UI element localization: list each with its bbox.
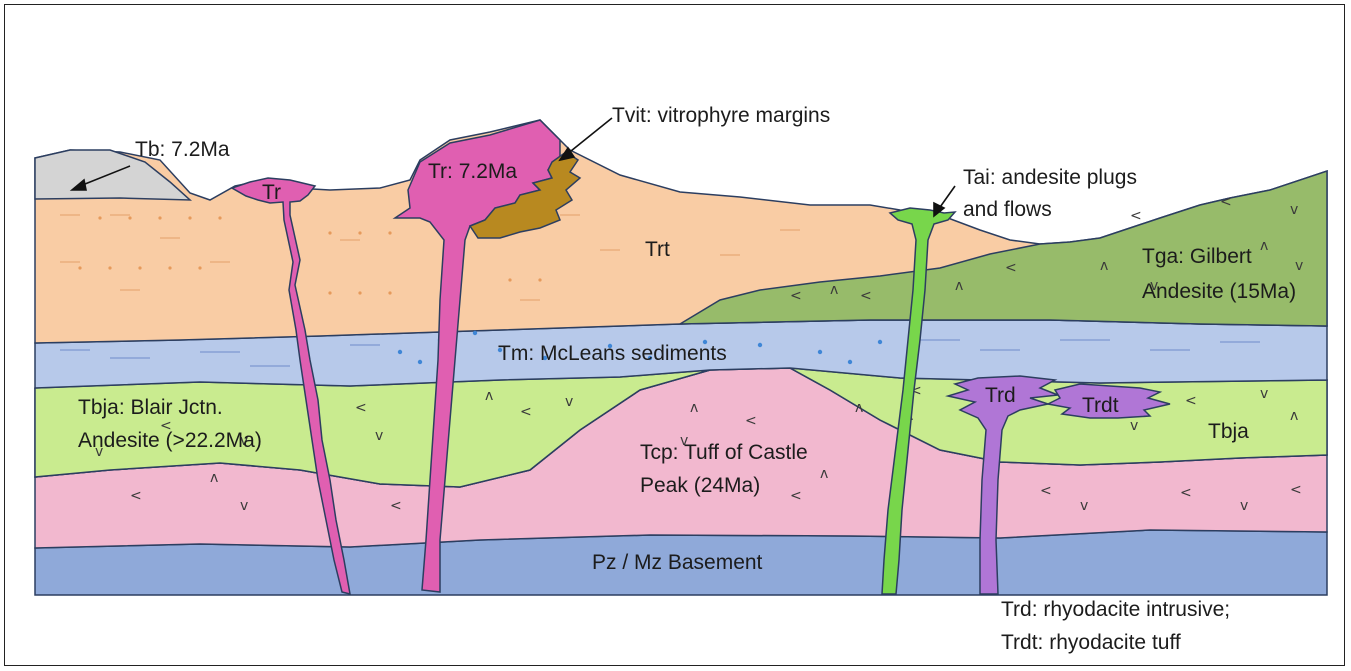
label-tga-line2: Andesite (15Ma): [1142, 280, 1296, 303]
svg-text:ʌ: ʌ: [210, 470, 218, 486]
label-tbja-line2: Andesite (>22.2Ma): [78, 429, 262, 452]
svg-text:<: <: [745, 413, 757, 429]
svg-text:<: <: [1290, 482, 1302, 498]
label-trd-caption-line2: Trdt: rhyodacite tuff: [1001, 631, 1181, 654]
label-basement: Pz / Mz Basement: [592, 551, 763, 574]
svg-text:v: v: [1080, 498, 1088, 514]
svg-text:v: v: [1260, 386, 1268, 402]
svg-text:v: v: [565, 394, 573, 410]
label-tbja-line1: Tbja: Blair Jctn.: [78, 396, 223, 419]
svg-text:<: <: [1040, 483, 1052, 499]
svg-text:<: <: [1220, 194, 1232, 210]
svg-text:<: <: [130, 488, 142, 504]
label-tga-line1: Tga: Gilbert: [1142, 245, 1252, 268]
svg-text:v: v: [1240, 498, 1248, 514]
svg-text:<: <: [1180, 485, 1192, 501]
svg-text:ʌ: ʌ: [955, 278, 963, 294]
svg-text:<: <: [790, 488, 802, 504]
svg-text:ʌ: ʌ: [1290, 408, 1298, 424]
label-tr-big: Tr: 7.2Ma: [428, 160, 517, 183]
label-tvit: Tvit: vitrophyre margins: [612, 104, 830, 127]
svg-text:<: <: [1005, 260, 1017, 276]
svg-text:ʌ: ʌ: [1100, 258, 1108, 274]
label-trdt: Trdt: [1082, 394, 1119, 417]
svg-text:v: v: [240, 498, 248, 514]
label-trt: Trt: [645, 238, 670, 261]
svg-text:v: v: [1295, 258, 1303, 274]
svg-text:<: <: [1130, 208, 1142, 224]
svg-text:<: <: [390, 498, 402, 514]
svg-text:ʌ: ʌ: [855, 400, 863, 416]
label-tai-line1: Tai: andesite plugs: [963, 166, 1137, 189]
svg-text:ʌ: ʌ: [820, 466, 828, 482]
svg-text:ʌ: ʌ: [1260, 238, 1268, 254]
svg-text:<: <: [355, 400, 367, 416]
label-tcp-line2: Peak (24Ma): [640, 474, 760, 497]
svg-text:<: <: [520, 404, 532, 420]
label-trd-caption-line1: Trd: rhyodacite intrusive;: [1001, 598, 1230, 621]
svg-text:v: v: [375, 428, 383, 444]
svg-text:v: v: [1130, 418, 1138, 434]
label-tm: Tm: McLeans sediments: [498, 342, 727, 365]
svg-text:<: <: [860, 288, 872, 304]
label-trd: Trd: [985, 384, 1016, 407]
svg-text:v: v: [1290, 202, 1298, 218]
svg-text:ʌ: ʌ: [485, 388, 493, 404]
label-tcp-line1: Tcp: Tuff of Castle: [640, 441, 808, 464]
label-tbja-right: Tbja: [1208, 420, 1249, 443]
label-tai-line2: and flows: [963, 198, 1052, 221]
label-tb: Tb: 7.2Ma: [135, 138, 230, 161]
svg-text:ʌ: ʌ: [830, 282, 838, 298]
svg-text:<: <: [790, 288, 802, 304]
svg-text:<: <: [1185, 393, 1197, 409]
label-tr-small: Tr: [262, 181, 281, 204]
svg-text:ʌ: ʌ: [690, 400, 698, 416]
